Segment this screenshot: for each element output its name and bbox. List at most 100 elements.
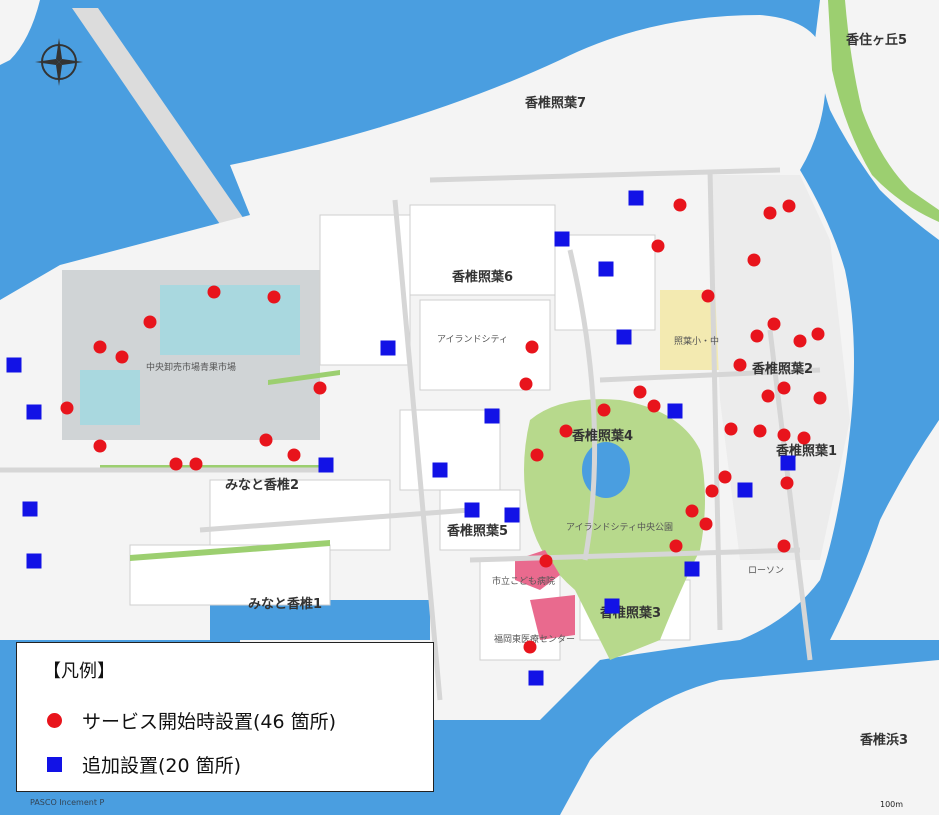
added-markers xyxy=(6,190,796,686)
initial-marker[interactable] xyxy=(763,206,777,220)
initial-marker[interactable] xyxy=(701,289,715,303)
initial-marker[interactable] xyxy=(267,290,281,304)
added-marker[interactable] xyxy=(628,190,644,206)
green-strip-2 xyxy=(130,540,330,561)
initial-marker[interactable] xyxy=(559,424,573,438)
added-marker[interactable] xyxy=(780,455,796,471)
added-marker[interactable] xyxy=(604,598,620,614)
initial-marker[interactable] xyxy=(525,340,539,354)
map-attribution: PASCO Incement P xyxy=(30,798,105,807)
added-marker[interactable] xyxy=(22,501,38,517)
initial-marker[interactable] xyxy=(519,377,533,391)
label-minato-kashii-2: みなと香椎2 xyxy=(225,477,299,493)
compass-icon xyxy=(35,38,83,86)
label-childrens-hospital: 市立こども病院 xyxy=(492,575,555,587)
initial-marker[interactable] xyxy=(633,385,647,399)
mainland-east xyxy=(830,420,939,640)
pier-northwest xyxy=(0,0,40,65)
initial-marker[interactable] xyxy=(647,399,661,413)
legend-label-added: 追加設置(20 箇所) xyxy=(82,755,242,777)
label-minato-kashii-1: みなと香椎1 xyxy=(248,596,322,612)
initial-marker[interactable] xyxy=(143,315,157,329)
added-marker[interactable] xyxy=(6,357,22,373)
initial-marker[interactable] xyxy=(115,350,129,364)
initial-marker[interactable] xyxy=(60,401,74,415)
label-hospital: 福岡東医療センター xyxy=(494,633,575,645)
initial-marker[interactable] xyxy=(597,403,611,417)
coastal-park-northeast xyxy=(828,0,939,222)
mainland-southeast xyxy=(560,660,939,815)
added-marker[interactable] xyxy=(684,561,700,577)
roads xyxy=(0,167,821,701)
initial-marker[interactable] xyxy=(669,539,683,553)
initial-marker[interactable] xyxy=(767,317,781,331)
label-kashii-teriha-6: 香椎照葉6 xyxy=(451,269,513,285)
added-marker[interactable] xyxy=(26,404,42,420)
added-marker[interactable] xyxy=(504,507,520,523)
initial-marker[interactable] xyxy=(793,334,807,348)
initial-marker[interactable] xyxy=(733,358,747,372)
added-marker[interactable] xyxy=(26,553,42,569)
red-circle-icon xyxy=(47,713,62,728)
initial-marker[interactable] xyxy=(313,381,327,395)
initial-marker[interactable] xyxy=(93,340,107,354)
initial-marker[interactable] xyxy=(777,428,791,442)
initial-marker[interactable] xyxy=(705,484,719,498)
initial-marker[interactable] xyxy=(777,539,791,553)
legend-item-initial: サービス開始時設置(46 箇所) xyxy=(47,707,336,734)
initial-marker[interactable] xyxy=(750,329,764,343)
initial-marker[interactable] xyxy=(207,285,221,299)
added-marker[interactable] xyxy=(598,261,614,277)
label-kasumigaoka-5: 香住ヶ丘5 xyxy=(845,32,907,48)
initial-marker[interactable] xyxy=(523,640,537,654)
initial-marker[interactable] xyxy=(673,198,687,212)
added-marker[interactable] xyxy=(464,502,480,518)
initial-marker[interactable] xyxy=(747,253,761,267)
added-marker[interactable] xyxy=(616,329,632,345)
blue-square-icon xyxy=(47,757,62,772)
label-kashii-teriha-2: 香椎照葉2 xyxy=(751,361,813,377)
initial-marker[interactable] xyxy=(761,389,775,403)
added-marker[interactable] xyxy=(318,457,334,473)
initial-marker[interactable] xyxy=(813,391,827,405)
initial-marker[interactable] xyxy=(780,476,794,490)
initial-marker[interactable] xyxy=(530,448,544,462)
market-building-2 xyxy=(80,370,140,425)
initial-marker[interactable] xyxy=(93,439,107,453)
added-marker[interactable] xyxy=(528,670,544,686)
added-marker[interactable] xyxy=(484,408,500,424)
initial-marker[interactable] xyxy=(724,422,738,436)
added-marker[interactable] xyxy=(554,231,570,247)
initial-markers xyxy=(60,198,827,654)
initial-marker[interactable] xyxy=(718,470,732,484)
initial-marker[interactable] xyxy=(797,431,811,445)
label-park: アイランドシティ中央公園 xyxy=(566,521,673,533)
initial-marker[interactable] xyxy=(651,239,665,253)
added-marker[interactable] xyxy=(737,482,753,498)
scale-bar: 100m xyxy=(880,800,903,809)
initial-marker[interactable] xyxy=(189,457,203,471)
added-marker[interactable] xyxy=(432,462,448,478)
initial-marker[interactable] xyxy=(782,199,796,213)
initial-marker[interactable] xyxy=(169,457,183,471)
label-kashiihama-3: 香椎浜3 xyxy=(859,732,908,748)
added-marker[interactable] xyxy=(380,340,396,356)
initial-marker[interactable] xyxy=(811,327,825,341)
legend-title: 【凡例】 xyxy=(43,661,115,682)
legend: 【凡例】 サービス開始時設置(46 箇所) 追加設置(20 箇所) xyxy=(16,642,434,792)
label-kashii-teriha-7: 香椎照葉7 xyxy=(524,95,586,111)
legend-label-initial: サービス開始時設置(46 箇所) xyxy=(82,711,337,733)
label-teriha-school: 照葉小・中 xyxy=(674,335,719,347)
initial-marker[interactable] xyxy=(699,517,713,531)
initial-marker[interactable] xyxy=(777,381,791,395)
added-marker[interactable] xyxy=(667,403,683,419)
initial-marker[interactable] xyxy=(753,424,767,438)
initial-marker[interactable] xyxy=(287,448,301,462)
initial-marker[interactable] xyxy=(539,554,553,568)
initial-marker[interactable] xyxy=(259,433,273,447)
central-park xyxy=(524,399,705,660)
green-strip-3 xyxy=(268,370,340,385)
initial-marker[interactable] xyxy=(685,504,699,518)
